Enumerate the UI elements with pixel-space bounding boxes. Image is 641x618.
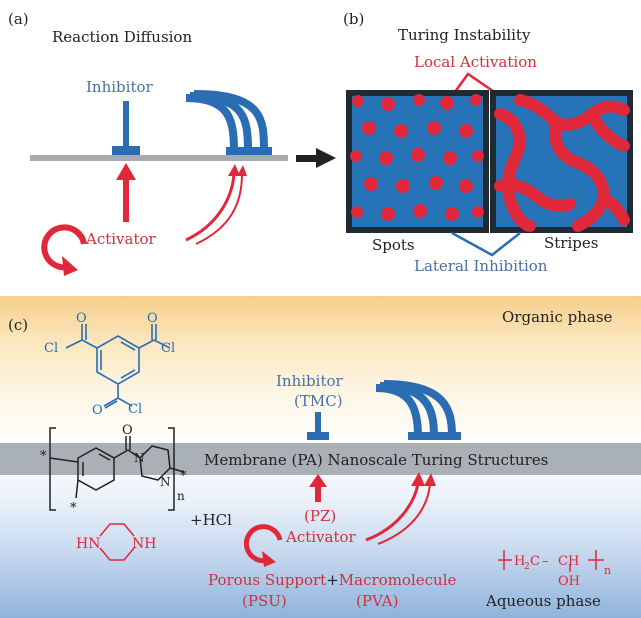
spots-label: Spots xyxy=(372,236,415,254)
circular-arrow-icon xyxy=(243,524,283,567)
pva-structure: H 2 C – CH OH n xyxy=(498,550,611,589)
tmc-cl-left: Cl xyxy=(44,341,58,356)
plus-sign: + xyxy=(326,571,339,589)
pa-n-right: N xyxy=(160,475,171,489)
diffusion-arrowhead-2 xyxy=(237,165,247,176)
pa-star-bottom: * xyxy=(70,501,77,516)
membrane-inhibition-arcs xyxy=(375,380,456,437)
pva-label: (PVA) xyxy=(356,592,398,610)
tmc-inhibitor-bar xyxy=(307,432,329,440)
psu-label: (PSU) xyxy=(242,592,287,610)
tmc-cl-bottom: Cl xyxy=(128,402,142,417)
pa-n-left: N xyxy=(134,451,145,465)
pa-subscript-n: n xyxy=(177,489,185,503)
pva-oh: OH xyxy=(558,574,580,589)
membrane-inhibition-bars xyxy=(408,432,461,440)
pz-activator-label: Activator xyxy=(285,528,357,546)
tmc-molecule: O O Cl Cl O Cl xyxy=(44,311,175,418)
piperazine-molecule: HN NH xyxy=(76,523,156,561)
pva-sub-2: 2 xyxy=(524,562,530,572)
pva-c: C xyxy=(530,554,540,569)
pa-star-top: * xyxy=(40,449,47,464)
diffusion-arrows xyxy=(185,173,243,245)
panel-c-tag: (c) xyxy=(8,316,28,334)
tmc-inhibitor-stem xyxy=(315,412,321,434)
aqueous-phase-label: Aqueous phase xyxy=(485,592,601,610)
inhibitor-bar xyxy=(112,146,140,155)
lateral-inhibition-connector xyxy=(451,231,521,257)
panel-b: (b) Turing Instability Local Activation xyxy=(343,10,633,275)
stripes-label: Stripes xyxy=(544,234,598,252)
membrane-label: Membrane (PA) Nanoscale Turing Structure… xyxy=(204,451,548,469)
local-activation-label: Local Activation xyxy=(414,53,537,71)
pva-h: H xyxy=(514,554,525,569)
stripes-tile xyxy=(490,90,633,233)
pa-star-right: * xyxy=(180,469,187,484)
macromolecule-text: Macromolecule xyxy=(339,571,457,589)
pa-o: O xyxy=(122,423,133,438)
tmc-o-bottom: O xyxy=(92,403,103,418)
polyamide-structure: O * * N N * n xyxy=(40,423,187,516)
panel-b-title: Turing Instability xyxy=(398,26,531,44)
membrane-diffusion-arrowhead-1 xyxy=(411,472,425,486)
activator-arrowhead xyxy=(116,163,136,180)
stripe-paths xyxy=(494,94,630,232)
pz-activator-stem xyxy=(315,484,321,502)
membrane-diffusion-arrows xyxy=(365,483,431,545)
lateral-inhibition-label: Lateral Inhibition xyxy=(414,257,548,275)
diffusion-arrowhead-1 xyxy=(228,164,240,176)
porous-support-label: Porous Support+Macromolecule xyxy=(208,571,456,589)
tmc-o-right: O xyxy=(147,311,158,326)
spots-tile xyxy=(346,90,489,233)
porous-support-text: Porous Support xyxy=(208,571,326,589)
circular-arrow-icon xyxy=(41,224,87,276)
panel-a-tag: (a) xyxy=(8,10,29,28)
tmc-inhibitor-sub: (TMC) xyxy=(294,392,343,410)
hcl-label: +HCl xyxy=(190,511,232,529)
pva-dash: – xyxy=(542,554,549,569)
pz-nh: NH xyxy=(132,536,156,552)
pz-label: (PZ) xyxy=(304,507,336,525)
organic-phase-label: Organic phase xyxy=(502,308,613,326)
pz-hn: HN xyxy=(76,536,100,552)
pva-ch: CH xyxy=(558,554,579,569)
black-right-arrow-icon xyxy=(296,148,336,168)
membrane-diffusion-arrowhead-2 xyxy=(424,473,436,486)
panel-c: (c) Organic phase Aqueous phase xyxy=(0,296,641,618)
pz-activator-arrowhead xyxy=(309,474,327,487)
activator-label: Activator xyxy=(85,230,157,248)
lateral-inhibition-bars xyxy=(226,147,272,155)
tmc-inhibitor-label: Inhibitor xyxy=(276,372,344,390)
panel-b-tag: (b) xyxy=(343,10,364,28)
panel-a-title: Reaction Diffusion xyxy=(52,28,192,46)
tmc-o-left: O xyxy=(76,311,87,326)
activator-stem xyxy=(123,176,129,222)
inhibitor-stem xyxy=(123,101,129,149)
spot-circles xyxy=(350,94,484,221)
panel-a: (a) Reaction Diffusion Inhibitor Act xyxy=(8,10,336,276)
tmc-cl-right: Cl xyxy=(161,341,175,356)
inhibitor-label: Inhibitor xyxy=(86,78,154,96)
pva-subscript-n: n xyxy=(604,564,611,577)
lateral-inhibition-arcs xyxy=(185,90,268,153)
substrate-line xyxy=(30,155,288,161)
